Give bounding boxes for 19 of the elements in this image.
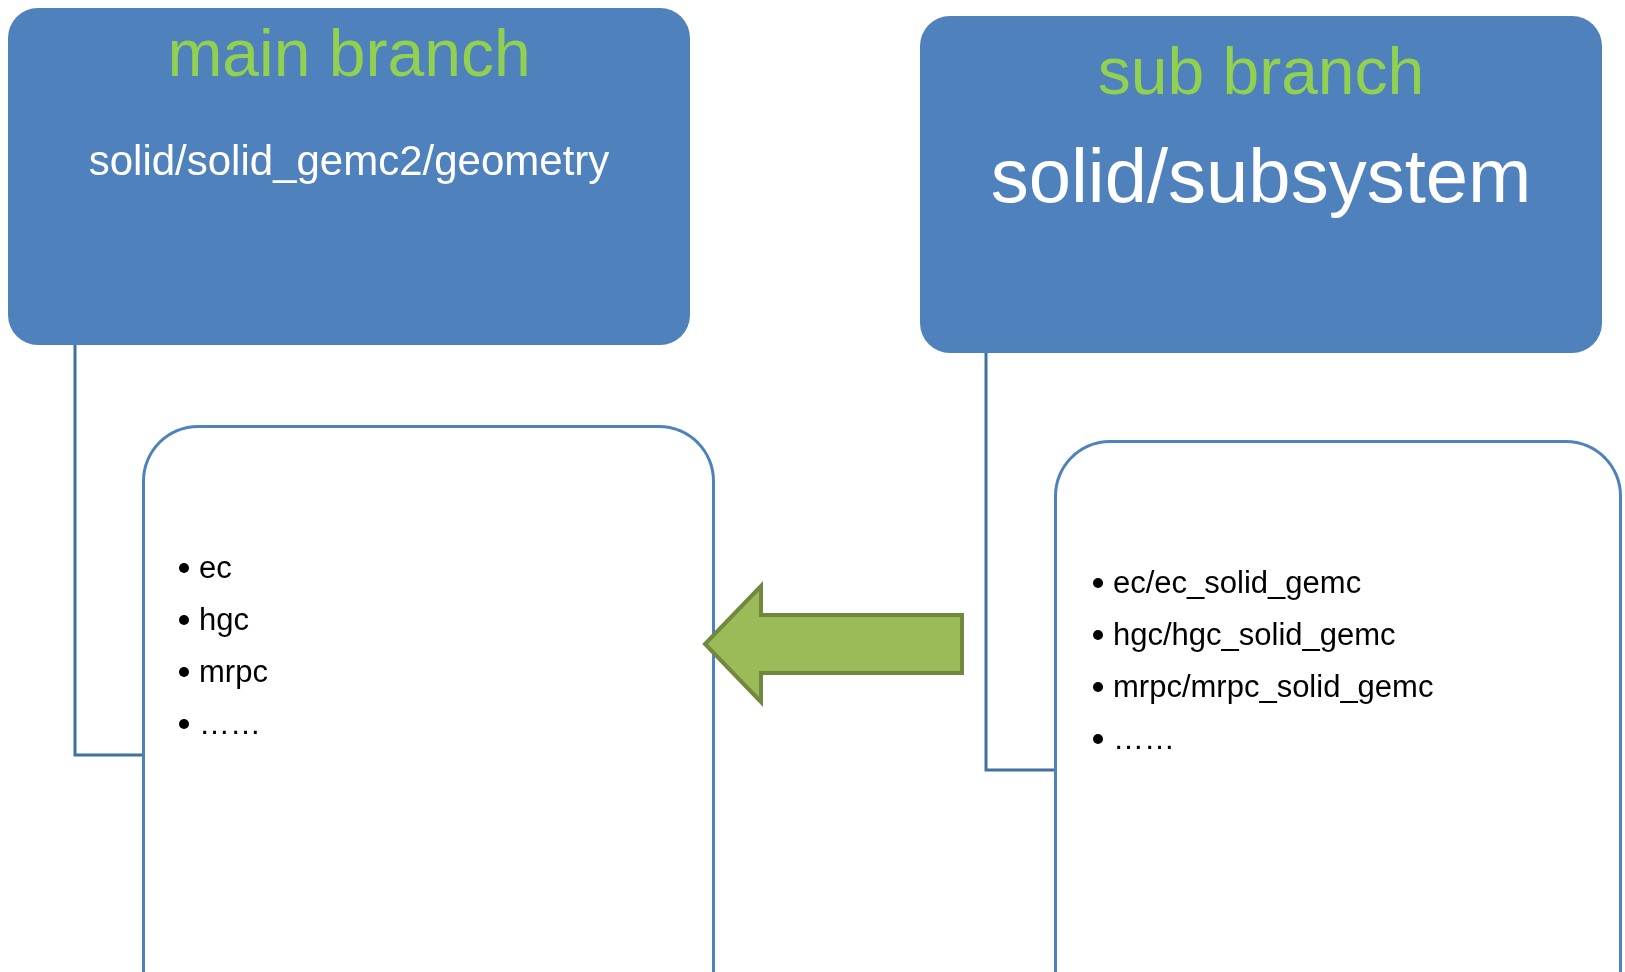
branch-title: main branch bbox=[167, 20, 531, 86]
branch-box bbox=[8, 8, 690, 345]
list-box bbox=[1054, 440, 1622, 972]
list-item: ec bbox=[199, 549, 232, 587]
list-item: mrpc bbox=[199, 653, 268, 691]
branch-path: solid/solid_gemc2/geometry bbox=[88, 138, 610, 185]
list-item: …… bbox=[199, 705, 261, 743]
block-arrow bbox=[702, 581, 964, 707]
connector-line bbox=[73, 345, 142, 757]
list-item: mrpc/mrpc_solid_gemc bbox=[1113, 668, 1434, 706]
list-box bbox=[142, 425, 715, 972]
list-item: hgc/hgc_solid_gemc bbox=[1113, 616, 1396, 654]
list-item: ec/ec_solid_gemc bbox=[1113, 564, 1362, 602]
branch-path: solid/subsystem bbox=[990, 134, 1532, 218]
connector-line bbox=[984, 353, 1054, 772]
branch-title: sub branch bbox=[1097, 38, 1425, 104]
list-item: hgc bbox=[199, 601, 249, 639]
list-item: …… bbox=[1113, 720, 1175, 758]
branch-box bbox=[920, 16, 1602, 353]
